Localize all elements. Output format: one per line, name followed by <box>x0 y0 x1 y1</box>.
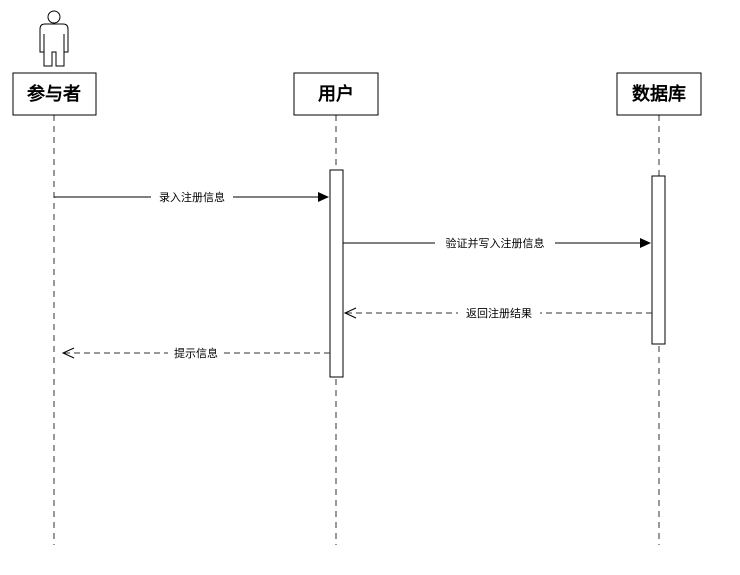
message-label: 返回注册结果 <box>466 306 532 320</box>
participant-user-label: 用户 <box>318 83 354 105</box>
activation-user <box>329 169 344 378</box>
activation-db <box>651 175 666 345</box>
message-label: 验证并写入注册信息 <box>446 236 545 250</box>
message-prompt-info: 提示信息 <box>61 345 330 360</box>
participant-actor[interactable]: 参与者 <box>12 72 97 116</box>
message-label: 提示信息 <box>174 346 218 360</box>
message-return-result: 返回注册结果 <box>343 305 652 320</box>
participant-db-label: 数据库 <box>632 83 686 105</box>
participant-actor-label: 参与者 <box>27 83 81 105</box>
message-validate-write: 验证并写入注册信息 <box>343 235 651 250</box>
message-submit-registration: 录入注册信息 <box>54 189 329 204</box>
actor-icon <box>39 10 69 67</box>
participant-user[interactable]: 用户 <box>293 72 379 116</box>
participant-db[interactable]: 数据库 <box>616 72 702 116</box>
message-label: 录入注册信息 <box>159 190 225 204</box>
